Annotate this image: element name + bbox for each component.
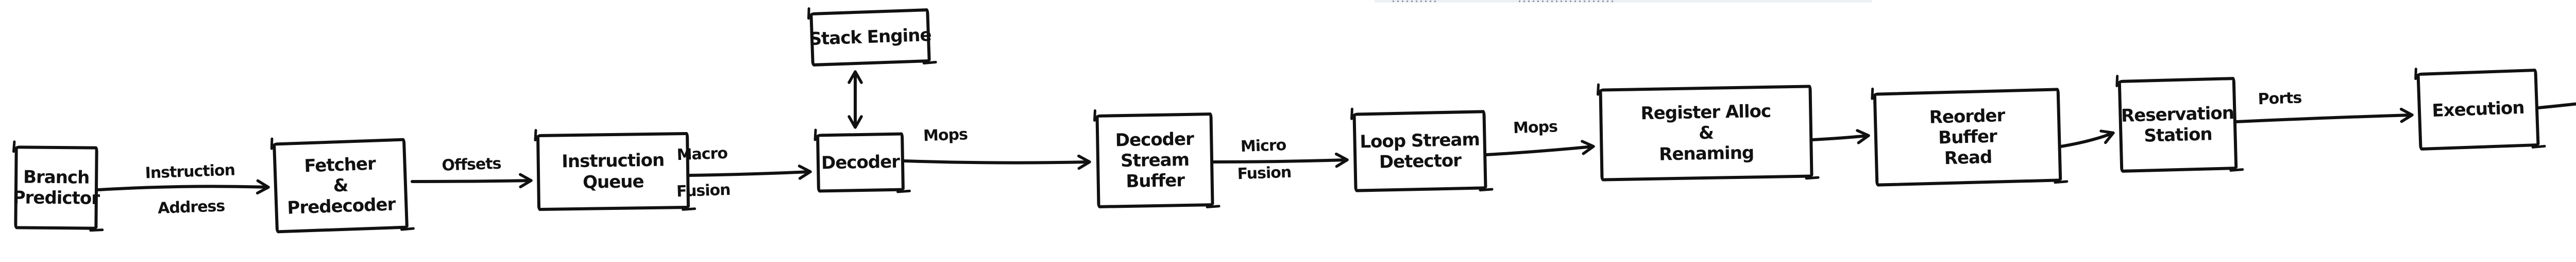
top-ui-fragment-marks xyxy=(1519,1,1614,2)
node-label-line: Decoder xyxy=(1115,128,1194,151)
node-decoder-stream-buffer: Decoder Stream Buffer xyxy=(1095,112,1214,208)
node-label-line: Buffer xyxy=(1938,126,1997,149)
node-label-line: Loop Stream xyxy=(1359,129,1480,153)
edge-lsd-to-register-alloc xyxy=(1485,140,1595,156)
edge-execution-to-rob-write xyxy=(2537,102,2576,109)
edge-label-line: Macro xyxy=(676,144,728,165)
node-execution: Execution xyxy=(2416,68,2540,151)
node-label-line: Reorder xyxy=(1929,105,2005,128)
edge-reservation-station-to-execution xyxy=(2235,107,2414,123)
node-label-line: & xyxy=(332,175,349,196)
node-label-line: Decoder xyxy=(821,151,900,174)
node-label-line: Branch xyxy=(23,167,90,188)
node-label-line: Register Alloc xyxy=(1640,101,1771,124)
edge-label-offsets: Offsets xyxy=(442,155,501,175)
node-register-alloc-renaming: Register Alloc & Renaming xyxy=(1599,85,1814,182)
edge-label-line: Ports xyxy=(2258,89,2302,109)
node-stack-engine: Stack Engine xyxy=(809,8,931,67)
edge-register-alloc-to-reorder-buffer xyxy=(1811,129,1870,144)
node-label-line: Queue xyxy=(582,171,644,193)
node-instruction-queue: Instruction Queue xyxy=(536,132,690,211)
node-label-line: Instruction xyxy=(561,150,665,172)
edge-label-macro-fusion: Macro Fusion xyxy=(675,144,731,201)
node-label-line: Reservation xyxy=(2121,103,2234,126)
node-reservation-station: Reservation Station xyxy=(2117,77,2238,173)
edge-label-line: Address xyxy=(157,196,225,218)
edge-label-mops-lsd: Mops xyxy=(1513,118,1558,137)
node-label-line: Fetcher xyxy=(303,153,376,177)
top-ui-fragment xyxy=(1375,0,1872,3)
edge-label-ports: Ports xyxy=(2258,89,2302,108)
node-label-line: Detector xyxy=(1379,150,1462,173)
node-label-line: Stack Engine xyxy=(808,25,932,50)
node-label-line: Renaming xyxy=(1658,142,1754,165)
node-label-line: Predictor xyxy=(12,187,100,209)
node-label-line: Read xyxy=(1944,146,1992,169)
edge-label-mops-decoder: Mops xyxy=(923,125,968,145)
node-label-line: Station xyxy=(2143,124,2213,146)
node-branch-predictor: Branch Predictor xyxy=(12,145,100,230)
node-decoder: Decoder xyxy=(816,132,905,193)
node-reorder-buffer-read: Reorder Buffer Read xyxy=(1873,88,2062,187)
edge-label-line: Mops xyxy=(1513,118,1558,138)
edge-label-line: Fusion xyxy=(1237,163,1292,183)
edge-label-line: Fusion xyxy=(676,181,731,201)
node-fetcher-predecoder: Fetcher & Predecoder xyxy=(273,138,409,234)
edge-label-line: Offsets xyxy=(441,154,502,175)
top-ui-fragment-marks xyxy=(1393,1,1439,2)
edge-label-line: Instruction xyxy=(145,161,235,183)
edge-label-instruction-address: Instruction Address xyxy=(145,161,236,218)
node-label-line: Buffer xyxy=(1126,170,1185,192)
edge-label-line: Micro xyxy=(1240,136,1286,156)
edge-label-micro-fusion: Micro Fusion xyxy=(1236,136,1292,184)
edge-label-line: Mops xyxy=(923,125,968,145)
node-loop-stream-detector: Loop Stream Detector xyxy=(1352,110,1487,192)
node-label-line: Stream xyxy=(1120,149,1190,172)
node-label-line: Execution xyxy=(2431,97,2525,122)
node-label-line: Predecoder xyxy=(286,194,396,219)
edge-fetcher-to-instruction-queue xyxy=(411,173,533,189)
edge-decoder-to-decoder-stream-buffer xyxy=(903,154,1091,170)
node-label-line: & xyxy=(1698,122,1714,144)
edge-reorder-buffer-to-reservation-station xyxy=(2059,129,2115,148)
